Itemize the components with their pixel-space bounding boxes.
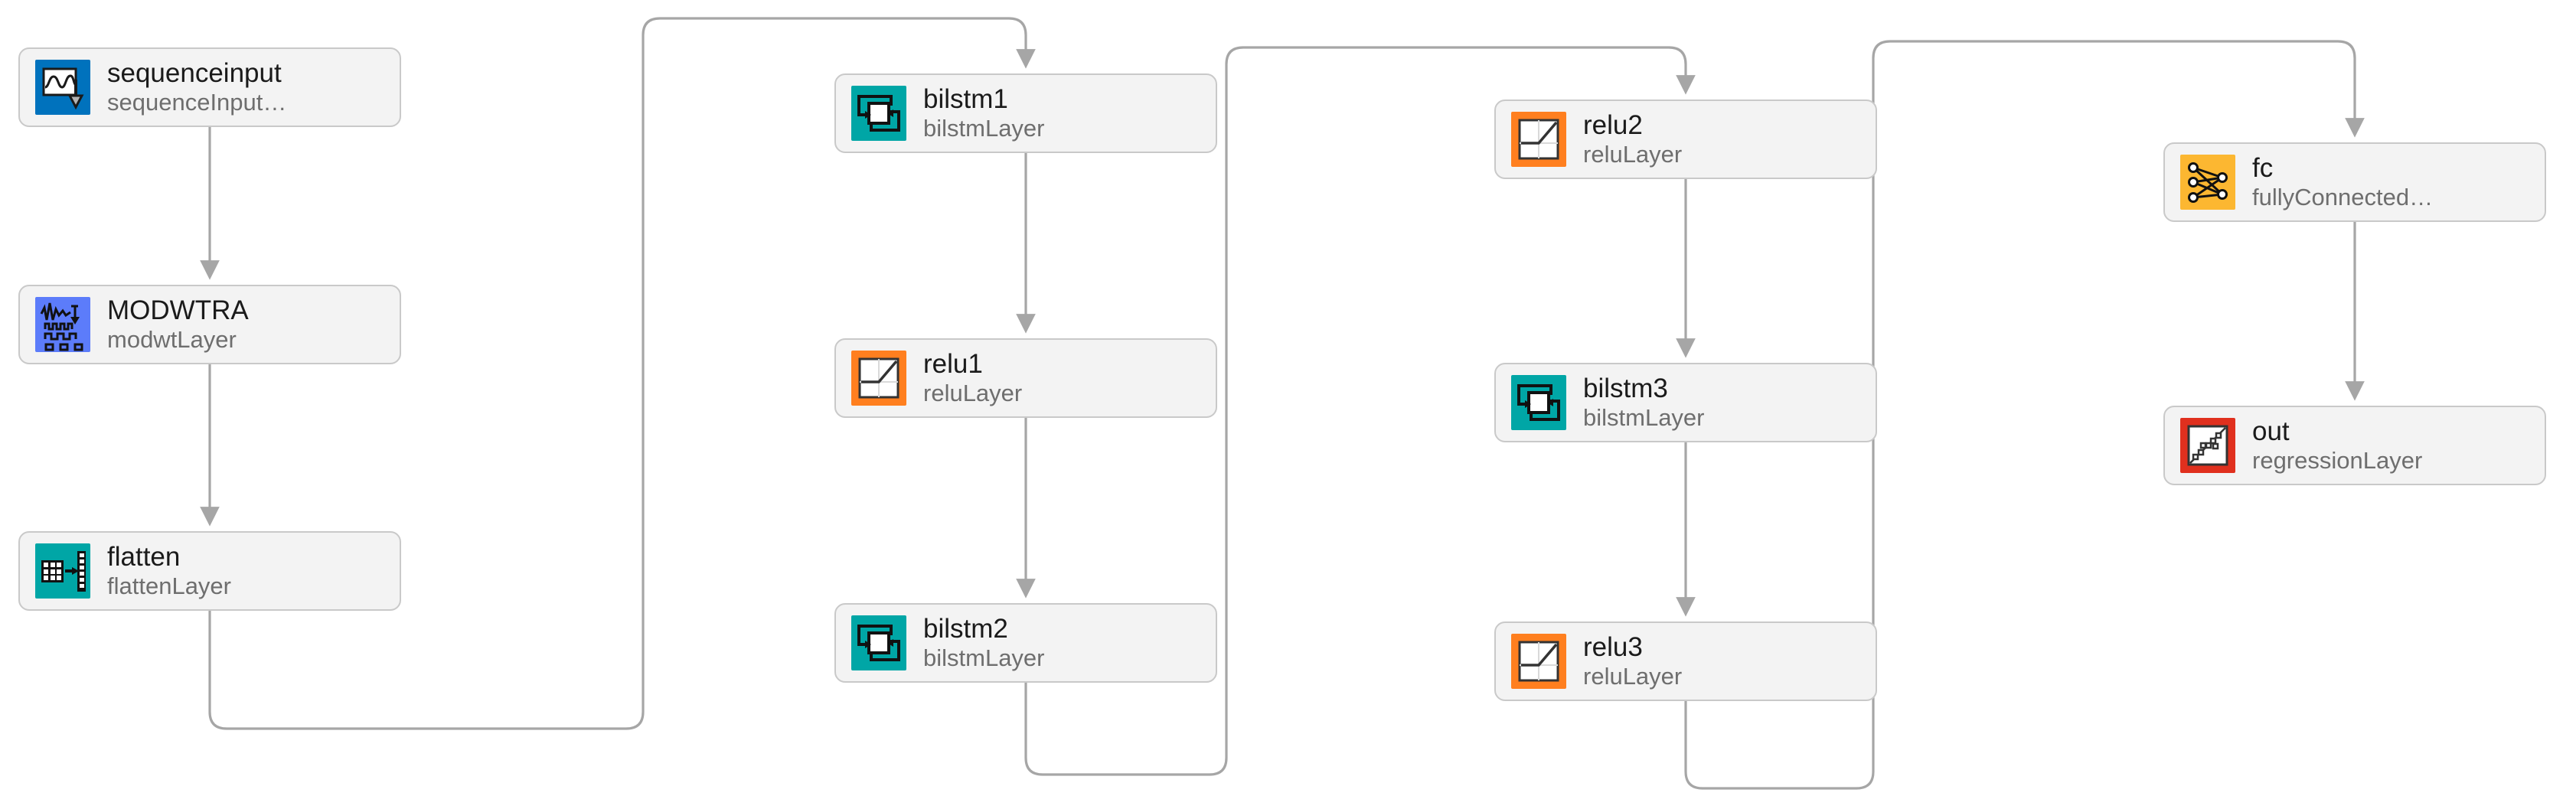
relu-icon <box>1511 112 1566 167</box>
layer-node-text: fc fullyConnected… <box>2252 153 2433 211</box>
layer-node-text: bilstm2 bilstmLayer <box>923 614 1045 672</box>
layer-title: relu3 <box>1583 632 1643 663</box>
layer-node-relu2[interactable]: relu2 reluLayer <box>1494 99 1877 179</box>
layer-node-relu3[interactable]: relu3 reluLayer <box>1494 621 1877 701</box>
layer-node-text: relu1 reluLayer <box>923 349 1022 407</box>
flatten-icon <box>35 543 90 599</box>
layer-subtitle: modwtLayer <box>107 326 237 354</box>
layer-title: out <box>2252 416 2290 447</box>
layer-node-text: MODWTRA modwtLayer <box>107 295 249 354</box>
regression-icon <box>2180 418 2235 473</box>
layer-title: bilstm2 <box>923 614 1008 644</box>
bilstm-icon <box>851 86 906 141</box>
layer-node-fc[interactable]: fc fullyConnected… <box>2163 142 2546 222</box>
layer-node-bilstm3[interactable]: bilstm3 bilstmLayer <box>1494 363 1877 442</box>
layer-title: sequenceinput <box>107 58 282 89</box>
layer-node-modwtra[interactable]: MODWTRA modwtLayer <box>18 285 401 364</box>
bilstm-icon <box>851 615 906 670</box>
layer-node-text: sequenceinput sequenceInput… <box>107 58 286 116</box>
layer-node-sequenceinput[interactable]: sequenceinput sequenceInput… <box>18 47 401 127</box>
layer-node-out[interactable]: out regressionLayer <box>2163 406 2546 485</box>
layer-node-text: bilstm3 bilstmLayer <box>1583 374 1705 432</box>
layer-subtitle: bilstmLayer <box>923 115 1045 142</box>
layer-title: relu1 <box>923 349 983 380</box>
layer-node-text: relu3 reluLayer <box>1583 632 1682 690</box>
relu-icon <box>1511 634 1566 689</box>
layer-node-relu1[interactable]: relu1 reluLayer <box>834 338 1217 418</box>
layer-node-flatten[interactable]: flatten flattenLayer <box>18 531 401 611</box>
layer-subtitle: reluLayer <box>923 380 1023 407</box>
modwt-icon <box>35 297 90 352</box>
layer-subtitle: sequenceInput… <box>107 89 287 116</box>
layer-subtitle: bilstmLayer <box>1583 404 1705 432</box>
layer-subtitle: bilstmLayer <box>923 644 1045 672</box>
layer-title: relu2 <box>1583 110 1643 141</box>
layer-node-text: out regressionLayer <box>2252 416 2422 475</box>
layer-node-text: relu2 reluLayer <box>1583 110 1682 168</box>
layer-title: flatten <box>107 542 181 572</box>
layer-node-text: flatten flattenLayer <box>107 542 231 600</box>
layer-node-bilstm2[interactable]: bilstm2 bilstmLayer <box>834 603 1217 683</box>
layer-title: bilstm1 <box>923 84 1008 115</box>
fully-connected-icon <box>2180 155 2235 210</box>
sequence-input-icon <box>35 60 90 115</box>
layer-title: MODWTRA <box>107 295 249 326</box>
bilstm-icon <box>1511 375 1566 430</box>
layer-node-text: bilstm1 bilstmLayer <box>923 84 1045 142</box>
layer-node-bilstm1[interactable]: bilstm1 bilstmLayer <box>834 73 1217 153</box>
layer-subtitle: fullyConnected… <box>2252 184 2434 211</box>
layer-subtitle: flattenLayer <box>107 572 231 600</box>
layer-subtitle: reluLayer <box>1583 141 1683 168</box>
layer-subtitle: reluLayer <box>1583 663 1683 690</box>
relu-icon <box>851 351 906 406</box>
layer-subtitle: regressionLayer <box>2252 447 2423 475</box>
layer-title: bilstm3 <box>1583 374 1668 404</box>
layer-title: fc <box>2252 153 2274 184</box>
